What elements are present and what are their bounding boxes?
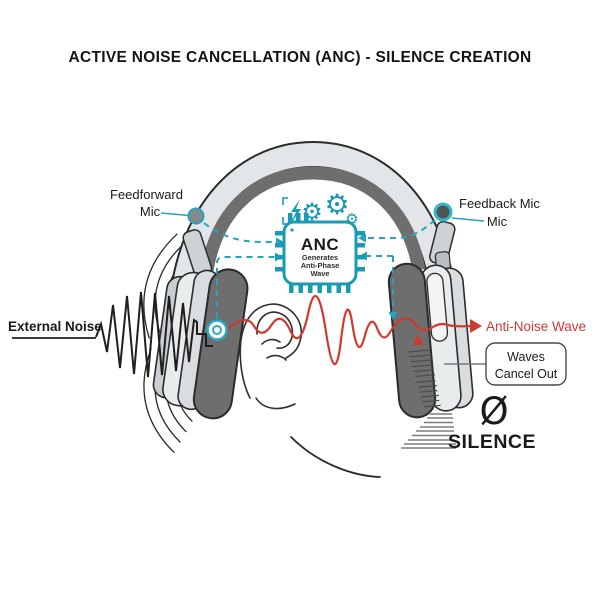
callout-box <box>485 342 567 386</box>
processing-icons: ⚙ ⚙ ⚙ <box>282 188 359 228</box>
headband-padding <box>200 166 426 272</box>
right-ear-pad <box>387 262 437 419</box>
power-bolt-icon <box>290 199 301 225</box>
external-noise-wave <box>12 291 213 378</box>
gear-icon: ⚙ <box>301 198 323 226</box>
feedforward-mic-icon <box>187 207 205 225</box>
feedforward-mic-label: Feedforward Mic <box>110 187 190 219</box>
earcup-speaker-mic-icon <box>206 319 228 341</box>
gear-icon: ⚙ <box>324 188 349 221</box>
speaker-emit-arrowhead <box>413 334 423 345</box>
feedforward-leader-line <box>160 212 190 217</box>
anti-noise-arrowhead <box>470 319 482 333</box>
page-title: ACTIVE NOISE CANCELLATION (ANC) - SILENC… <box>68 49 531 66</box>
shoulder-outline <box>290 436 381 478</box>
feedback-mic-text-2: Mic <box>487 214 508 229</box>
anti-noise-wave-path <box>224 295 482 366</box>
signal-connectors <box>203 219 436 318</box>
feedforward-mic-text-1: Feedforward <box>110 187 183 202</box>
right-ear-cup <box>387 262 474 419</box>
null-icon: Ø <box>479 390 508 433</box>
waves-cancel-text-1: Waves <box>507 350 545 364</box>
bolt-bracket-icon <box>282 197 288 225</box>
waves-cancel-out-callout: Waves Cancel Out <box>444 342 567 386</box>
chip-subtitle-1: Generates <box>302 253 338 262</box>
chip-subtitle-2: Anti-Phase <box>301 261 340 270</box>
feedback-mic-icon <box>433 202 453 222</box>
silence-label: SILENCE <box>448 431 536 453</box>
feedback-mic-label: Feedback Mic Mic <box>451 196 540 229</box>
waves-cancel-text-2: Cancel Out <box>495 367 558 381</box>
gear-icon: ⚙ <box>345 210 358 228</box>
chip-title: ANC <box>301 235 339 254</box>
feedforward-mic-text-2: Mic <box>140 204 161 219</box>
chip-subtitle-3: Wave <box>310 269 329 278</box>
silence-fade-lines <box>401 413 456 449</box>
feedback-leader-line <box>451 217 485 222</box>
ear-outline <box>239 303 303 410</box>
left-ear-pad <box>192 268 249 420</box>
anc-chip: ANC Generates Anti-Phase Wave <box>275 213 365 293</box>
external-noise-label: External Noise <box>8 319 102 334</box>
cancellation-hatch <box>407 349 441 408</box>
anti-noise-wave-label: Anti-Noise Wave <box>486 319 586 334</box>
feedback-mic-text-1: Feedback Mic <box>459 196 540 211</box>
chip-pins <box>275 213 365 293</box>
